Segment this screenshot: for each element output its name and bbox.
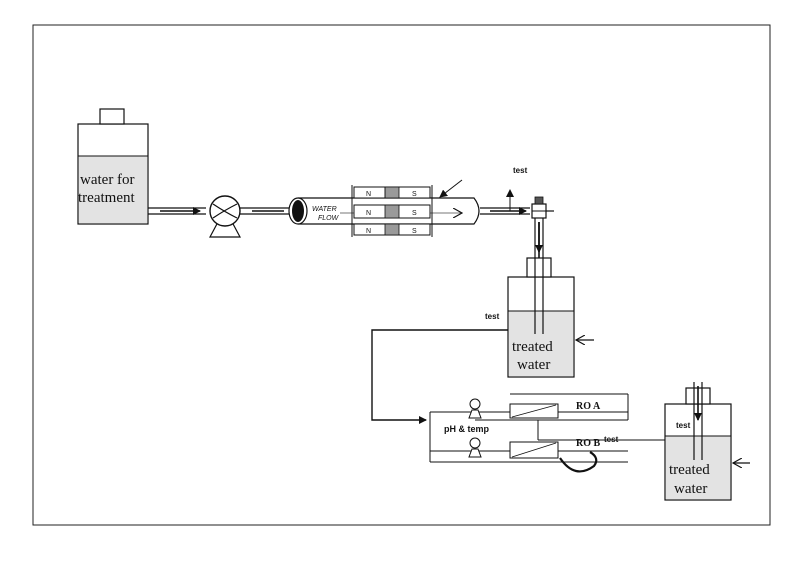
ph-temp-label: pH & temp <box>444 424 490 434</box>
pipe-feed-to-pump <box>148 207 206 215</box>
feed-tank: water for treatment <box>77 108 149 225</box>
tank2-label-2: water <box>517 357 550 373</box>
test-label-tank3: test <box>676 421 691 430</box>
water-flow-label: WATER <box>312 206 337 213</box>
pole-n-bottom: N <box>366 228 371 235</box>
treated-tank-3: treated water <box>664 382 750 501</box>
pole-n-top: N <box>366 191 371 198</box>
ro-unit: RO A RO B pH & temp test <box>429 393 629 473</box>
ro-a-label: RO A <box>576 401 601 412</box>
pole-n-mid: N <box>366 210 371 217</box>
tank3-label: treated <box>669 462 710 478</box>
feed-tank-label-2: treatment <box>78 190 135 206</box>
test-label-tank2: test <box>485 312 500 321</box>
pointer-arrow-icon <box>439 179 463 198</box>
pump-b-icon <box>468 437 482 458</box>
magnetic-treatment-unit: N S N S N S WATER FLOW <box>288 179 480 237</box>
test-point-top: test <box>506 166 528 211</box>
pipe-magnet-to-valve <box>480 207 530 215</box>
pole-s-top: S <box>412 191 417 198</box>
pump-a-icon <box>468 398 482 419</box>
test-label-top: test <box>513 166 528 175</box>
pole-s-mid: S <box>412 210 417 217</box>
tank2-label: treated <box>512 339 553 355</box>
membrane-b <box>509 441 559 459</box>
ro-b-label: RO B <box>576 438 601 449</box>
pole-s-bottom: S <box>412 228 417 235</box>
concentrate-hose <box>559 451 598 473</box>
pipe-pump-to-magnet <box>240 207 290 215</box>
water-flow-label-2: FLOW <box>318 215 340 222</box>
feed-tank-label: water for <box>80 172 135 188</box>
test-label-ro: test <box>604 435 619 444</box>
pipe-tank2-to-ro <box>371 329 508 424</box>
tank3-label-2: water <box>674 481 707 497</box>
tube-inlet-icon <box>292 200 304 222</box>
treated-tank-2: treated water <box>507 257 594 378</box>
membrane-a <box>509 403 559 419</box>
valve-icon <box>531 196 554 219</box>
pump-icon <box>209 195 241 238</box>
frame-border <box>32 24 771 526</box>
